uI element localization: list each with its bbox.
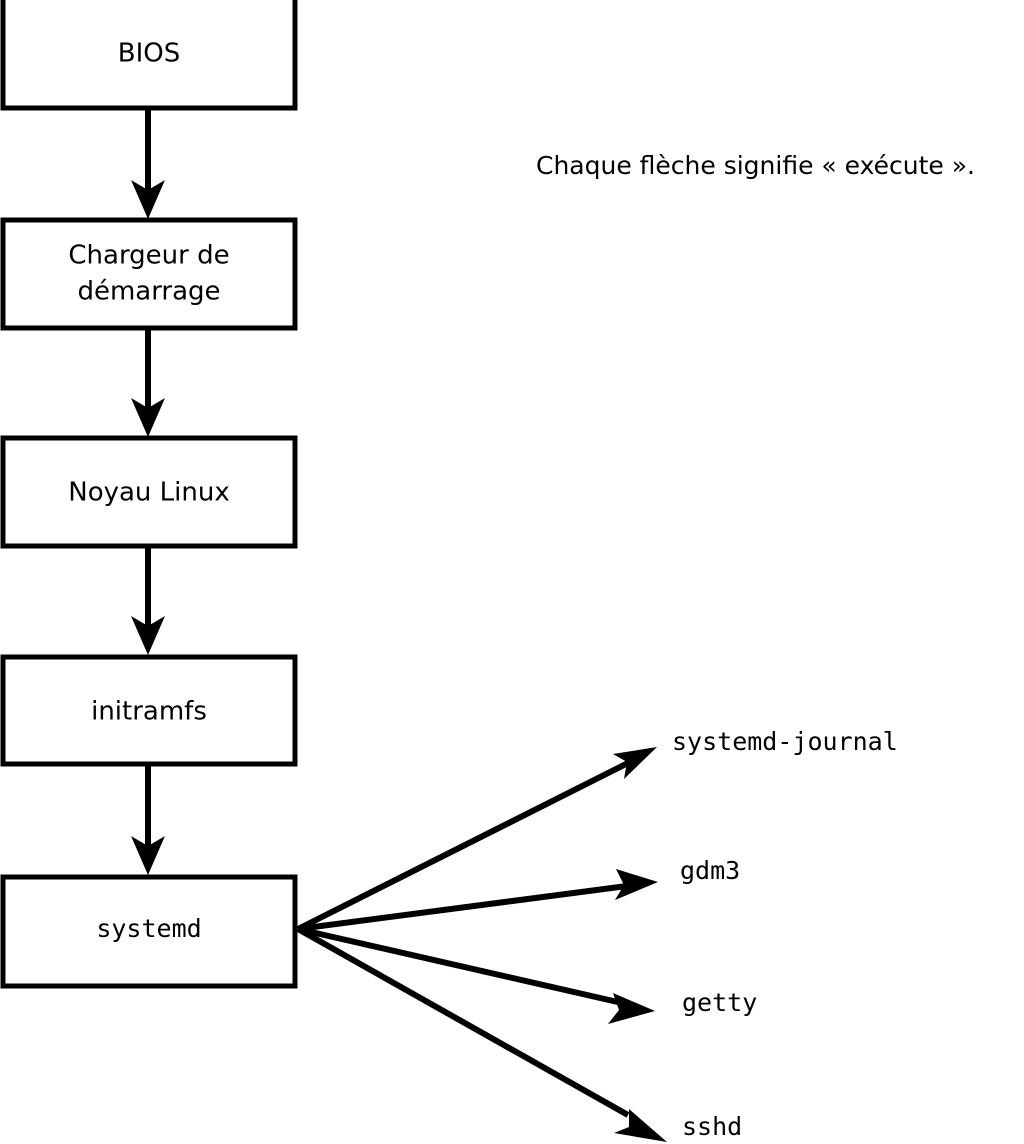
arrowhead-icon [613, 747, 657, 779]
edge-bios-to-bootloader [131, 110, 165, 219]
node-initramfs[interactable]: initramfs [0, 654, 298, 767]
arrowhead-down-icon [131, 180, 165, 219]
edge-systemd-to-sshd [296, 926, 667, 1142]
service-label-getty: getty [682, 988, 757, 1017]
service-label-systemd-journal: systemd-journal [672, 727, 898, 756]
node-kernel-label: Noyau Linux [68, 478, 229, 508]
arrowhead-icon [608, 993, 655, 1024]
node-bootloader-label-line1: Chargeur de [68, 241, 229, 271]
node-systemd[interactable]: systemd [0, 874, 298, 989]
node-bootloader-label-line2: démarrage [77, 277, 220, 307]
service-label-gdm3: gdm3 [680, 856, 740, 885]
edge-initramfs-to-systemd [131, 766, 165, 875]
node-kernel[interactable]: Noyau Linux [0, 435, 298, 549]
edge-bootloader-to-kernel [131, 330, 165, 437]
node-initramfs-label: initramfs [91, 697, 207, 727]
node-systemd-label: systemd [96, 914, 201, 943]
node-bios-label: BIOS [118, 39, 180, 69]
arrowhead-down-icon [131, 836, 165, 875]
edge-systemd-to-systemd-journal [296, 747, 657, 932]
edge-kernel-to-initramfs [131, 548, 165, 655]
edge-systemd-to-gdm3 [297, 869, 658, 932]
arrowhead-down-icon [131, 398, 165, 437]
arrowhead-down-icon [131, 616, 165, 655]
node-bios[interactable]: BIOS [0, 0, 298, 111]
diagram-caption: Chaque flèche signifie « exécute ». [536, 151, 975, 180]
edge-systemd-to-getty [297, 926, 655, 1024]
node-bootloader[interactable]: Chargeur de démarrage [0, 217, 298, 331]
arrowhead-icon [614, 1109, 667, 1142]
service-label-sshd: sshd [682, 1112, 742, 1141]
arrowhead-icon [615, 869, 658, 900]
